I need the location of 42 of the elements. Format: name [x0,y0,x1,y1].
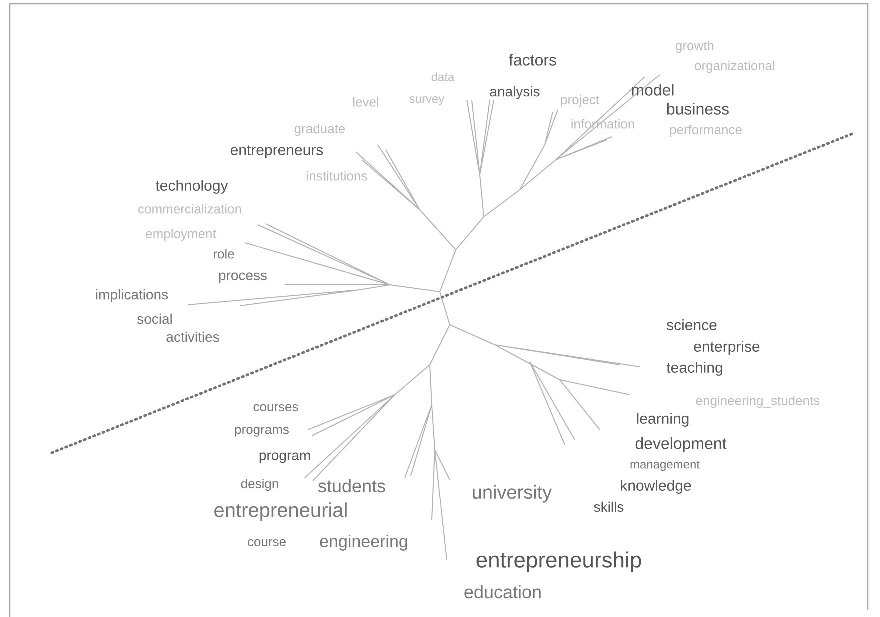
word-label: students [318,479,386,493]
word-label: technology [156,180,228,194]
word-label: knowledge [621,480,692,494]
word-label: courses [254,404,298,412]
word-label: survey [410,96,445,106]
word-label: university [473,485,552,503]
word-label: commercialization [138,204,242,214]
word-label: enterprise [694,341,760,355]
word-label: level [354,97,378,107]
word-label: program [260,452,310,464]
word-label: role [214,249,234,259]
word-label: entrepreneurs [230,146,324,158]
word-label: project [561,94,600,108]
word-label: entrepreneurship [476,552,642,572]
word-label: institutions [307,171,368,181]
word-label: entrepreneurial [214,502,347,522]
word-label: design [241,478,278,492]
word-label: factors [509,54,556,66]
word-label: implications [96,290,168,303]
word-label: management [630,460,700,472]
word-label: employment [146,228,216,242]
word-label: graduate [294,124,346,136]
word-label: skills [594,502,624,512]
word-label: programs [235,427,289,437]
word-label: course [248,539,286,547]
word-label: model [632,84,674,96]
word-label: development [636,438,727,452]
word-label: data [432,72,455,82]
word-label: business [667,103,729,115]
word-label: activities [166,332,220,342]
word-label: education [464,585,541,599]
word-label: process [219,272,267,284]
word-label: teaching [666,362,722,376]
word-label: engineering_students [696,396,820,408]
word-label: growth [676,40,714,54]
word-label: learning [637,413,689,427]
word-label: analysis [490,86,540,100]
word-label: science [666,320,717,331]
word-label: engineering [320,535,408,551]
word-label: social [138,314,172,324]
word-label: organizational [695,60,775,74]
word-label: performance [670,124,742,138]
